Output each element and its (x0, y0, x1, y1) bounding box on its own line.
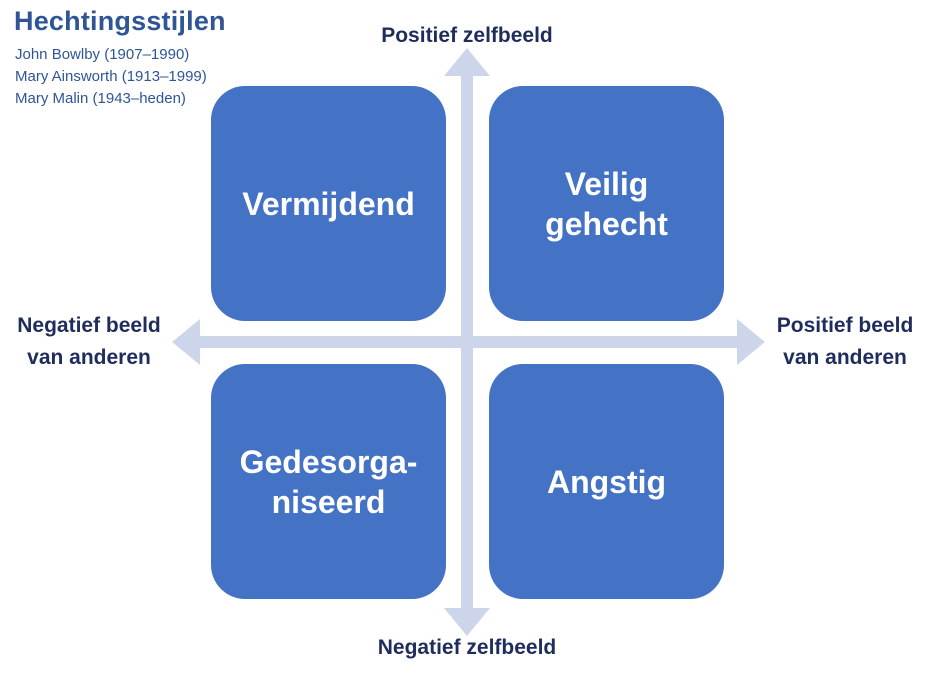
axis-label-left: Negatief beeld van anderen (17, 314, 161, 369)
author-bowlby: John Bowlby (1907–1990) (15, 46, 190, 63)
axis-label-right: Positief beeld van anderen (776, 314, 914, 369)
axis-label-top: Positief zelfbeeld (381, 24, 553, 47)
author-malin: Mary Malin (1943–heden) (15, 90, 186, 107)
quadrant-veilig-gehecht: Veilig gehecht (489, 86, 724, 321)
quadrant-angstig: Angstig (489, 364, 724, 599)
quadrant-gedesorganiseerd: Gedesorga- niseerd (211, 364, 446, 599)
page-title: Hechtingsstijlen (14, 6, 226, 36)
quadrant-vermijdend: Vermijdend (211, 86, 446, 321)
author-ainsworth: Mary Ainsworth (1913–1999) (15, 68, 207, 85)
axis-label-bottom: Negatief zelfbeeld (377, 636, 557, 659)
horizontal-axis-arrow (172, 319, 765, 365)
